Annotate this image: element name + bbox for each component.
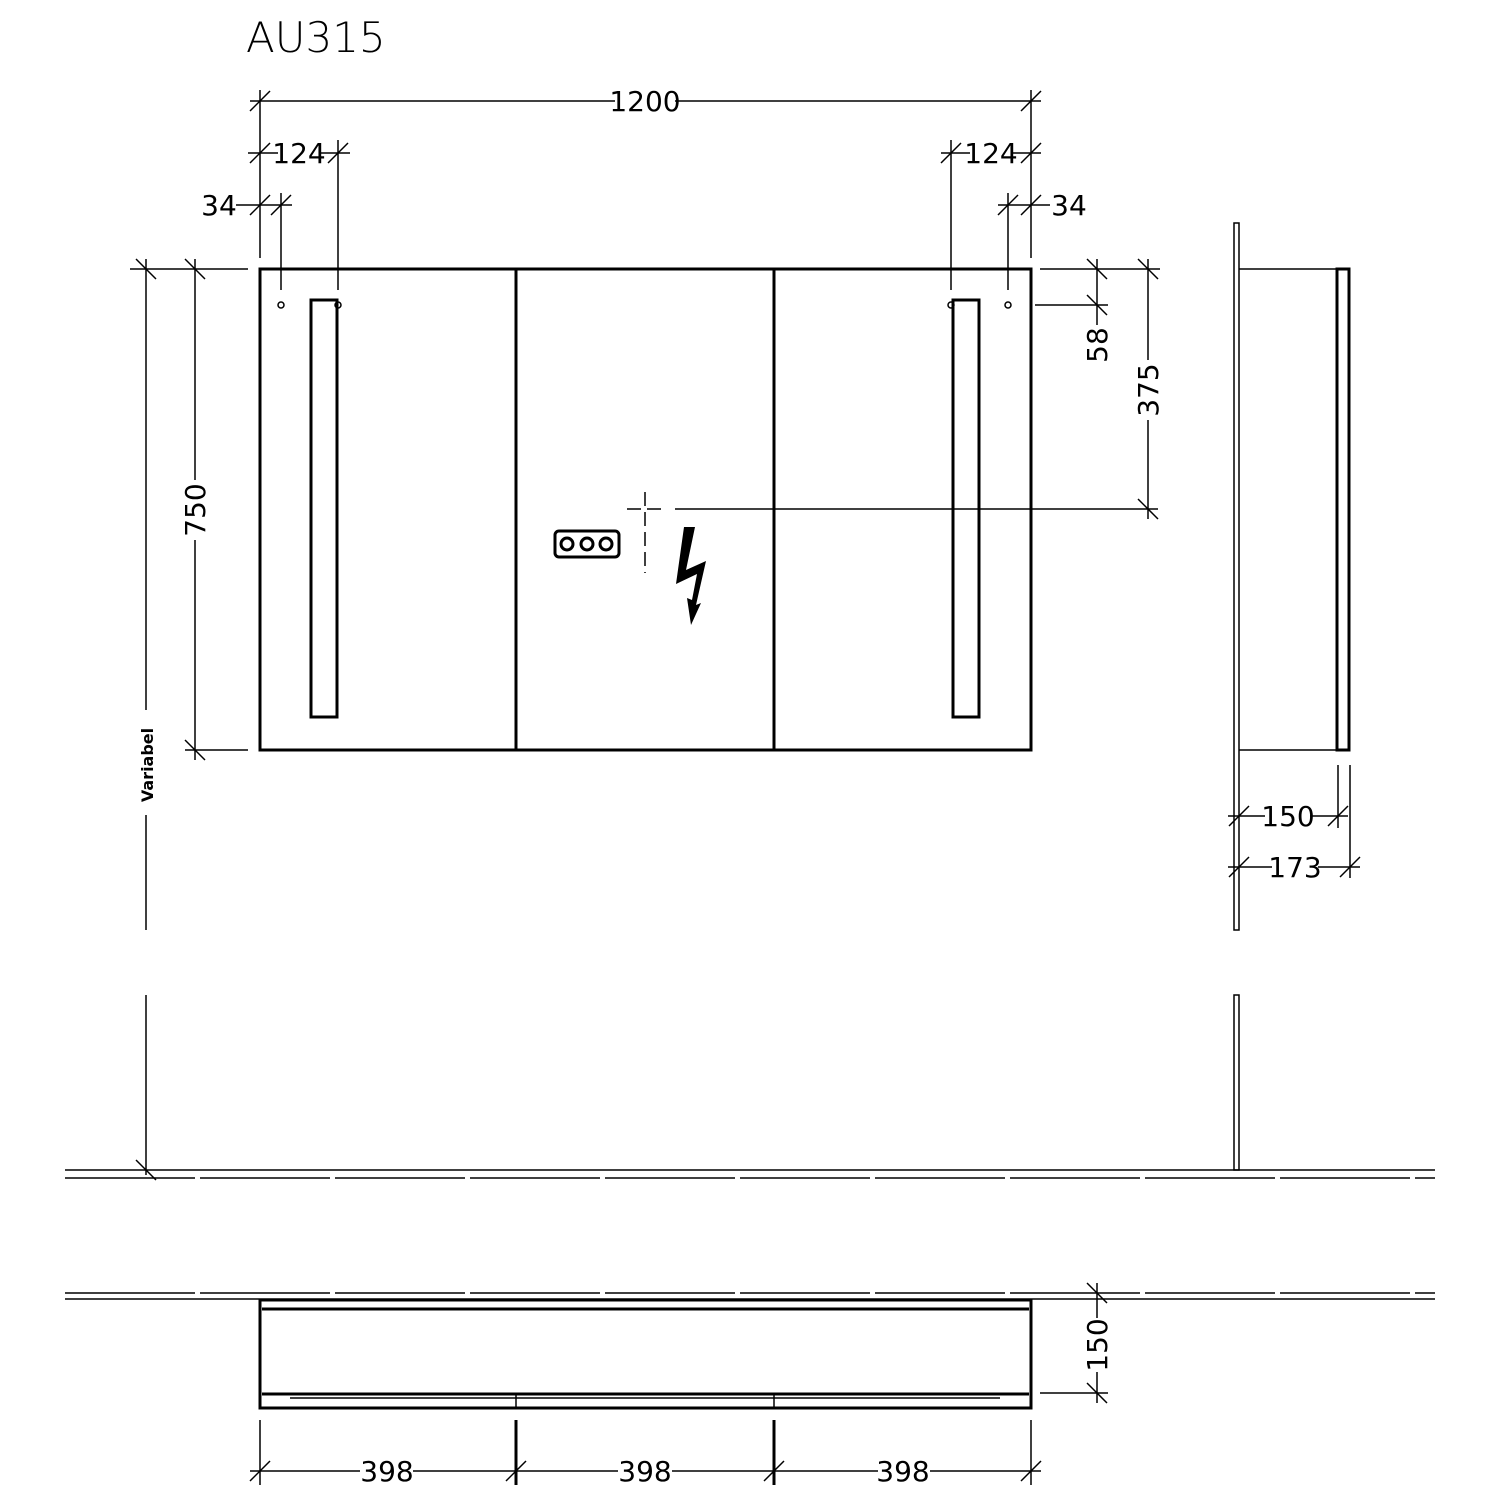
light-bar-left <box>309 298 339 719</box>
svg-text:375: 375 <box>1132 363 1165 416</box>
svg-text:124: 124 <box>272 137 325 170</box>
svg-text:124: 124 <box>964 137 1017 170</box>
side-view <box>1233 222 1351 1171</box>
svg-text:750: 750 <box>179 483 212 536</box>
svg-text:58: 58 <box>1081 327 1114 363</box>
dim-375: 375 <box>675 258 1165 520</box>
dim-1200: 1200 <box>249 85 1042 258</box>
electrical-bolt-icon <box>676 527 706 625</box>
model-title: AU315 <box>246 13 386 62</box>
wall <box>1233 222 1240 931</box>
svg-text:398: 398 <box>618 1455 671 1488</box>
dim-34-left: 34 <box>201 189 292 290</box>
svg-text:Variabel: Variabel <box>138 728 157 802</box>
dim-398-doors: 398 398 398 <box>249 1420 1042 1488</box>
svg-text:398: 398 <box>360 1455 413 1488</box>
dim-750: 750 <box>179 258 248 761</box>
svg-text:1200: 1200 <box>609 85 680 118</box>
mirror-door-side <box>1335 267 1351 752</box>
floor-line <box>65 1169 1435 1179</box>
svg-text:34: 34 <box>1051 189 1087 222</box>
socket-centre-cross <box>627 492 663 573</box>
svg-text:150: 150 <box>1261 800 1314 833</box>
svg-text:150: 150 <box>1081 1318 1114 1371</box>
socket-icon <box>553 529 621 559</box>
screw-points <box>277 301 1012 309</box>
svg-text:173: 173 <box>1268 851 1321 884</box>
dim-variabel: Variabel <box>130 258 185 1181</box>
dim-173-side: 173 <box>1228 765 1361 884</box>
dim-150-side: 150 <box>1228 765 1349 833</box>
dim-34-right: 34 <box>997 189 1087 290</box>
dim-58: 58 <box>1035 258 1160 363</box>
svg-text:398: 398 <box>876 1455 929 1488</box>
svg-text:34: 34 <box>201 189 237 222</box>
cabinet-top-outline <box>258 1298 1033 1410</box>
wall <box>1233 994 1240 1171</box>
dim-124-left: 124 <box>248 137 350 290</box>
top-view <box>65 1292 1435 1410</box>
dim-150-top: 150 <box>1040 1282 1114 1404</box>
dim-124-right: 124 <box>940 137 1042 290</box>
